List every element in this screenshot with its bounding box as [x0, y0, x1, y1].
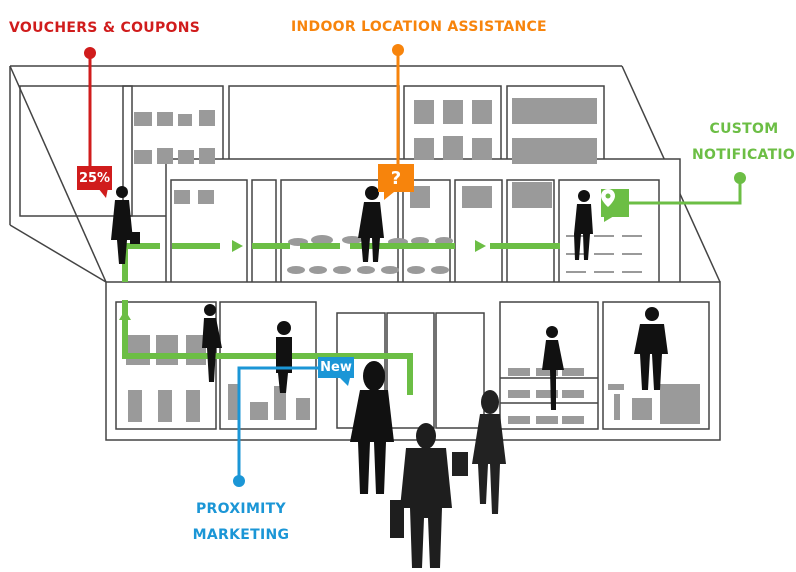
vouchers-dot — [84, 47, 96, 59]
person-icon — [350, 361, 394, 494]
proximity-marketing-label: PROXIMITY MARKETING — [188, 496, 294, 548]
bags-icon — [134, 110, 215, 204]
shirts-icon — [410, 100, 492, 208]
person-icon — [276, 321, 292, 393]
path-arrows — [119, 240, 486, 320]
person-icon — [634, 307, 668, 390]
badge-tail — [98, 188, 108, 198]
badge-tail — [604, 216, 614, 222]
person-icon — [111, 186, 140, 264]
shoes-icon — [508, 368, 584, 424]
custom-notification-label: CUSTOM NOTIFICATION — [692, 116, 796, 168]
boots-icon — [228, 384, 310, 420]
person-icon — [390, 423, 452, 568]
location-badge — [601, 189, 629, 217]
custom-connector — [628, 178, 742, 205]
custom-label-line1: CUSTOM — [709, 121, 779, 137]
help-badge: ? — [378, 164, 414, 192]
new-badge: New — [318, 357, 354, 378]
location-pin-icon — [601, 189, 615, 207]
person-icon — [542, 326, 564, 410]
badge-tail — [384, 192, 394, 200]
person-icon — [452, 390, 506, 514]
indoor-dot — [392, 44, 404, 56]
proximity-dot — [233, 475, 245, 487]
merchandise — [126, 98, 700, 424]
person-icon — [574, 190, 593, 260]
shopper-silhouettes — [111, 186, 668, 568]
custom-label-line2: NOTIFICATION — [692, 147, 796, 163]
vouchers-coupons-label: VOUCHERS & COUPONS — [9, 20, 201, 36]
person-icon — [358, 186, 384, 262]
proximity-label-line1: PROXIMITY — [196, 501, 286, 517]
person-icon — [202, 304, 222, 382]
proximity-connector — [237, 366, 320, 481]
proximity-label-line2: MARKETING — [192, 527, 290, 543]
badge-tail — [340, 378, 350, 386]
menswear-icon — [608, 384, 700, 424]
indoor-location-label: INDOOR LOCATION ASSISTANCE — [291, 19, 547, 35]
custom-dot — [734, 172, 746, 184]
discount-badge: 25% — [77, 166, 112, 190]
pants-icon — [512, 98, 597, 208]
hats-icon — [287, 235, 453, 274]
